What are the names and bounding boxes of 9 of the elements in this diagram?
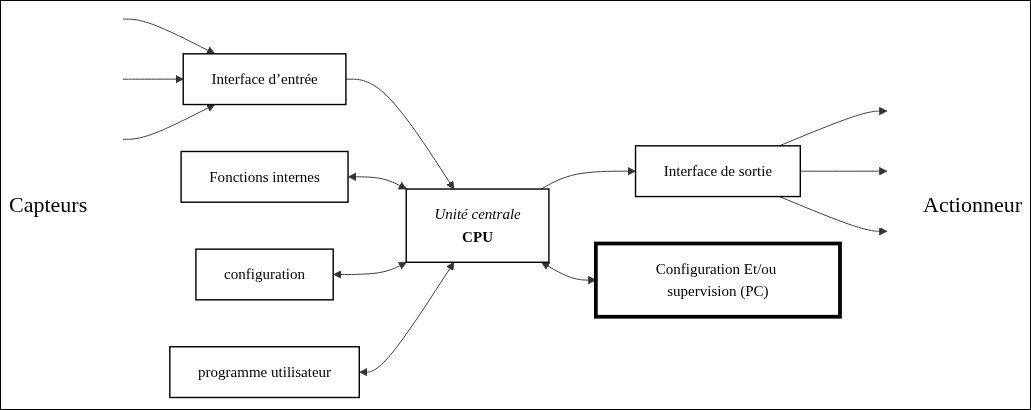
- side-label: Capteurs: [8, 192, 89, 218]
- node-box: configuration: [195, 248, 335, 301]
- node-box: Fonctions internes: [180, 150, 349, 203]
- node-box: Unité centrale CPU: [405, 188, 550, 263]
- node-box: Configuration Et/ou supervision (PC): [594, 241, 843, 319]
- node-box: Interface d’entrée: [182, 53, 347, 106]
- node-box: programme utilisateur: [169, 346, 361, 399]
- node-box: Interface de sortie: [635, 145, 802, 198]
- side-label: Actionneur: [922, 192, 1023, 218]
